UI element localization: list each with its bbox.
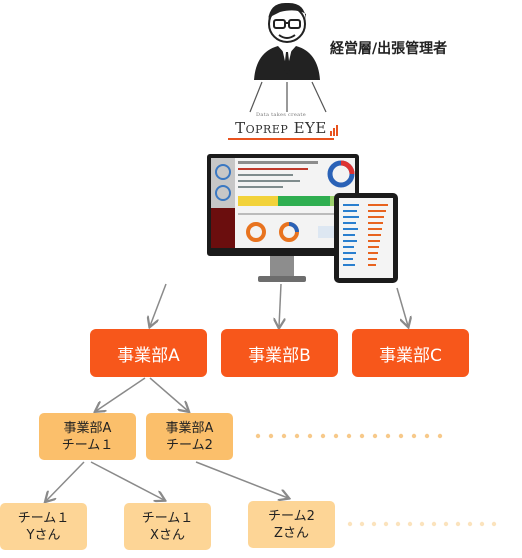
member-x: チーム１ Xさん (124, 503, 211, 550)
department-a-label: 事業部A (117, 345, 180, 366)
dashboard-tablet (334, 193, 398, 283)
team-2: 事業部A チーム2 (146, 413, 233, 460)
team-1: 事業部A チーム１ (39, 413, 136, 460)
department-c: 事業部C (352, 329, 469, 377)
department-c-label: 事業部C (379, 345, 442, 366)
member-y-line2: Yさん (26, 527, 61, 543)
team-1-line1: 事業部A (63, 420, 112, 436)
arrows-to-members (46, 461, 288, 501)
brand-name-rest: OPREP (245, 123, 289, 136)
arrows-to-departments (150, 283, 408, 327)
more-members-dots (347, 521, 497, 527)
executive-label: 経営層/出張管理者 (330, 41, 448, 57)
brand-name-eye: EYE (293, 119, 327, 137)
business-person-icon (254, 2, 320, 80)
member-z-line2: Zさん (274, 525, 309, 541)
bar-graph-icon (330, 125, 338, 136)
brand-underline (228, 138, 334, 140)
member-x-line2: Xさん (150, 527, 185, 543)
brand-logo: Data takes create TOPREP EYE (216, 112, 346, 139)
department-b-label: 事業部B (248, 345, 311, 366)
brand-name-prefix: T (235, 119, 246, 137)
department-a: 事業部A (90, 329, 207, 377)
brand-tagline: Data takes create (256, 112, 306, 118)
more-teams-dots (255, 433, 443, 439)
member-z: チーム2 Zさん (248, 501, 335, 548)
member-z-line1: チーム2 (268, 508, 315, 524)
team-2-line2: チーム2 (166, 437, 213, 453)
team-1-line2: チーム１ (61, 437, 114, 453)
member-x-line1: チーム１ (141, 510, 194, 526)
brand-name: TOPREP EYE (235, 119, 327, 137)
department-b: 事業部B (221, 329, 338, 377)
team-2-line1: 事業部A (165, 420, 214, 436)
member-y-line1: チーム１ (17, 510, 70, 526)
brand-connectors (249, 81, 327, 113)
dashboard-monitor (207, 154, 359, 282)
arrows-to-teams (96, 377, 188, 411)
member-y: チーム１ Yさん (0, 503, 87, 550)
